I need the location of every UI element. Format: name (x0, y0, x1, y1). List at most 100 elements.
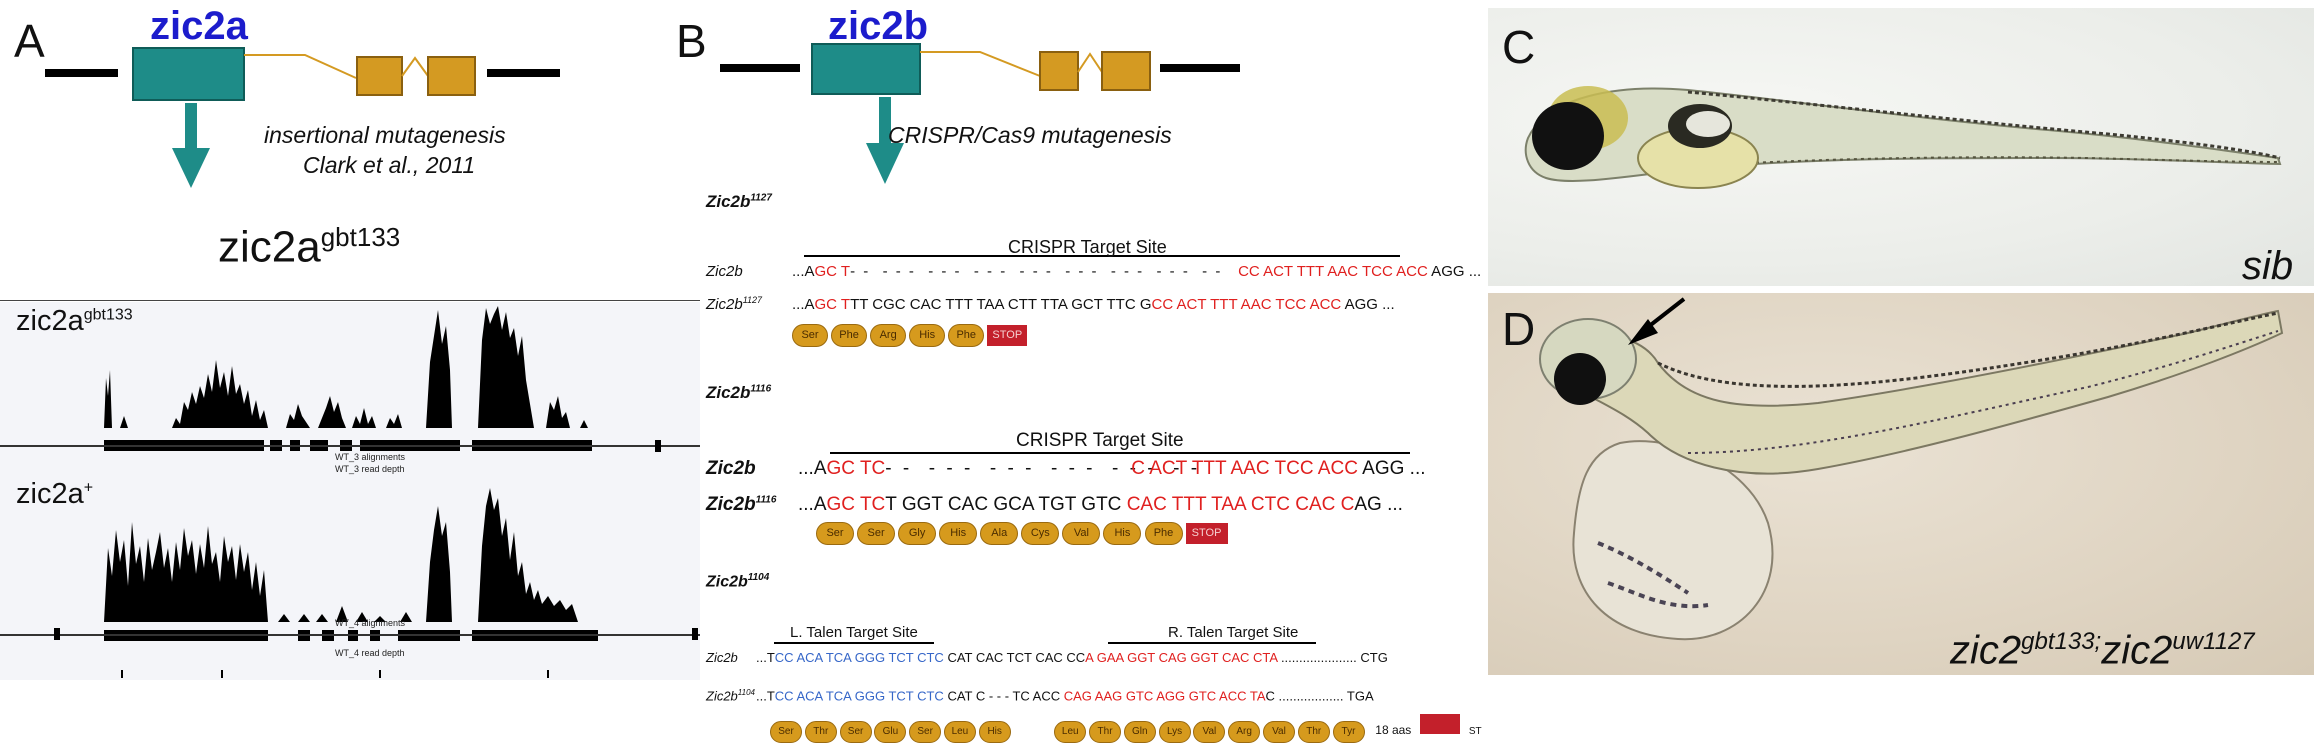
allele-1116-target-label: CRISPR Target Site (1016, 430, 1184, 451)
sib-body (1524, 87, 2282, 182)
allele-1116-mut-label-sup: 1116 (755, 494, 777, 506)
allele-1104-mutant-row: Zic2b1104...TCC ACA TCA GGG TCT CTC CAT … (706, 688, 1374, 703)
aa-badge: Tyr (1332, 721, 1365, 743)
allele-1127-ref-prefix: ...A (792, 263, 815, 280)
panel-d-label-sup2: uw1127 (2172, 628, 2255, 655)
allele-1104-title-sup: 1104 (747, 572, 770, 583)
mutant-dorsal-pigment (1657, 311, 2279, 388)
stop-short-label: ST (1468, 726, 1482, 737)
allele-1104-ref-red: A GAA GGT CAG GGT CAC CTA (1085, 650, 1278, 665)
mutant-larva-image (1539, 297, 2284, 641)
zic2a-intron (244, 54, 357, 79)
aa-badge: Arg (870, 324, 907, 347)
allele-1127-ref-label: Zic2b (706, 263, 743, 280)
panel-c-letter: C (1502, 21, 1536, 73)
allele-1104-mut-red: CAG AAG GTC AGG GTC ACC TA (1063, 688, 1266, 704)
aa-badge: Ser (770, 721, 802, 743)
allele-1104-mut-suffix: C .................. TGA (1265, 688, 1374, 704)
aa-badge: Phe (831, 324, 868, 347)
allele-1104-ref-prefix: ...T (756, 650, 775, 665)
allele-1127-target-label: CRISPR Target Site (1008, 237, 1167, 257)
sibling-larva-image (1524, 86, 2282, 189)
zic2b-method-label: CRISPR/Cas9 mutagenesis (888, 122, 1172, 148)
aa-badge: Phe (948, 324, 985, 347)
zic2a-gene-model (45, 47, 560, 188)
allele-1116-reference-row: Zic2b ...AGC TC- - - - - - - - - - - - - … (706, 458, 1426, 480)
aa-badge: Thr (804, 721, 837, 743)
track1-caption-b: WT_3 read depth (335, 464, 405, 474)
panel-d-letter: D (1502, 303, 1536, 355)
mutant-eye (1554, 353, 1606, 405)
zic2a-arrow-head (172, 148, 210, 188)
sib-swim-bladder-shine (1686, 111, 1730, 137)
aa-badge: Thr (1297, 721, 1330, 743)
allele-1104-title-base: Zic2b (706, 573, 748, 591)
allele-1104-mut-prefix: ...T (756, 688, 775, 704)
zic2b-intron2 (1077, 52, 1103, 73)
allele-1104-protein-row: Ser Thr Ser Glu Ser Leu His Leu Thr Gln … (770, 714, 1482, 743)
zic2b-exon3 (1101, 51, 1151, 91)
mutant-edema-pigment (1597, 541, 1709, 609)
zic2a-allele-title: zic2agbt133 (218, 222, 400, 273)
track1-endmark (655, 440, 661, 452)
track1-caption-a: WT_3 alignments (335, 452, 406, 462)
aa-badge: Leu (1054, 721, 1087, 743)
zic2b-exon2 (1039, 51, 1079, 91)
zic2a-arrow-shaft (185, 103, 197, 150)
allele-1127-title: Zic2b1127 (706, 192, 772, 212)
aa-badge: His (909, 324, 946, 347)
aa-badge: Thr (1089, 721, 1122, 743)
allele-1104-mut-label: Zic2b1104 (706, 688, 756, 703)
allele-1127-mut-red2: CC ACT TTT AAC TCC ACC (1151, 296, 1342, 313)
allele-1104-title: Zic2b1104 (706, 572, 769, 591)
track2-startmark (54, 628, 60, 640)
allele-1116-ref-prefix: ...A (798, 458, 827, 479)
allele-1116-mut-red2: CAC TTT TAA CTC CAC C (1126, 494, 1355, 515)
allele-1116-ref-suffix: AGG ... (1357, 458, 1426, 479)
allele-1127-mut-prefix: ...A (792, 296, 815, 313)
zic2a-gene-label: zic2a (150, 4, 248, 48)
track2-endmark (692, 628, 698, 640)
allele-1116-ref-red1: GC TC (826, 458, 886, 479)
track1-coverage (104, 306, 588, 428)
allele-1127-mut-suffix: AGG ... (1341, 296, 1395, 313)
stop-codon-badge: STOP (987, 325, 1028, 346)
aa-badge: His (1103, 522, 1142, 545)
track2-label: zic2a+ (16, 478, 93, 511)
aa-badge: Ser (816, 522, 854, 545)
zic2b-gene-model (720, 43, 1240, 184)
allele-1127-title-base: Zic2b (706, 192, 751, 211)
allele-1127-mut-label: Zic2b1127 (706, 295, 792, 313)
right-talen-label: R. Talen Target Site (1168, 624, 1299, 641)
allele-1116-ref-red2: C ACT TTT AAC TCC ACC (1131, 458, 1358, 479)
track1-label-base: zic2a (16, 305, 84, 337)
allele-1116-title-base: Zic2b (706, 383, 751, 402)
aa-badge: His (978, 721, 1011, 743)
panel-c-photo (1488, 8, 2314, 286)
allele-1127-mutant-row: Zic2b1127...AGC TTT CGC CAC TTT TAA CTT … (706, 295, 1395, 313)
zic2b-arrow-head (866, 143, 904, 184)
allele-1116-mut-red1: GC TC (826, 494, 886, 515)
allele-1116-ref-gap: - - - - - - - - - - - - - - - - (885, 458, 1201, 479)
allele-1104-ref-suffix: ..................... CTG (1277, 650, 1388, 665)
allele-1116-target-line (830, 452, 1410, 454)
panel-c-genotype-label: sib (2242, 244, 2294, 288)
coverage-tracks: WT_3 alignments WT_3 read depth WT_4 ali… (0, 300, 700, 678)
allele-1127-mut-red1: GC T (814, 296, 851, 313)
aa-badge: Cys (1021, 522, 1060, 545)
aa-badge: Ser (839, 721, 872, 743)
left-talen-label: L. Talen Target Site (790, 624, 918, 641)
allele-1116-ref-label: Zic2b (706, 458, 756, 479)
aa-count-label: 18 aas (1375, 723, 1412, 737)
aa-badge: Val (1262, 721, 1295, 743)
aa-badge: Gln (1123, 721, 1156, 743)
zic2a-allele-sup: gbt133 (320, 222, 401, 252)
allele-1116-mut-label-base: Zic2b (706, 494, 756, 515)
allele-1104-reference-row: Zic2b...TCC ACA TCA GGG TCT CTC CAT CAC … (706, 650, 1388, 665)
allele-1104-mut-label-base: Zic2b (706, 688, 738, 704)
allele-1127-mut-label-base: Zic2b (706, 296, 743, 313)
allele-1116-mut-label: Zic2b1116 (706, 494, 798, 516)
allele-1104-mut-blue: CC ACA TCA GGG TCT CTC (774, 688, 944, 704)
allele-1127-ref-red1: GC T (814, 263, 851, 280)
allele-1127-mut-label-sup: 1127 (742, 295, 763, 305)
